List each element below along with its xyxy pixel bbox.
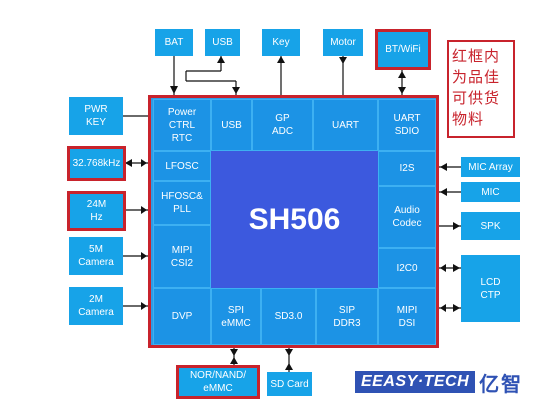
bt-wifi-block: BT/WiFi: [375, 29, 431, 70]
chip-lfosc: LFOSC: [153, 151, 211, 181]
sd-card-block: SD Card: [267, 372, 312, 396]
logo-english: EEASY·TECH: [355, 371, 476, 393]
logo-chinese: 亿智: [479, 371, 524, 396]
motor-block: Motor: [323, 29, 363, 56]
chip-mipi-dsi: MIPI DSI: [378, 288, 436, 345]
sh506-chip: Power CTRL RTC USB GP ADC UART UART SDIO…: [148, 95, 439, 348]
nor-nand-emmc-block: NOR/NAND/ eMMC: [176, 365, 260, 399]
chip-spi-emmc: SPI eMMC: [211, 288, 261, 345]
mic-block: MIC: [461, 182, 520, 202]
pwr-key-block: PWR KEY: [69, 97, 123, 135]
spk-block: SPK: [461, 212, 520, 240]
mic-array-block: MIC Array: [461, 157, 520, 177]
eeasy-tech-logo: EEASY·TECH 亿智: [355, 370, 524, 396]
chip-i2c0: I2C0: [378, 248, 436, 288]
chip-uart-sdio: UART SDIO: [378, 99, 436, 151]
chip-uart: UART: [313, 99, 378, 151]
crystal-24m-block: 24M Hz: [67, 191, 126, 231]
chip-i2s: I2S: [378, 151, 436, 186]
supply-note: 红框内为品佳可供货物料: [447, 40, 515, 138]
key-block: Key: [262, 29, 300, 56]
chip-core-label: SH506: [211, 151, 378, 288]
chip-usb: USB: [211, 99, 252, 151]
lcd-ctp-block: LCD CTP: [461, 255, 520, 322]
camera-2m-block: 2M Camera: [69, 287, 123, 325]
bat-block: BAT: [155, 29, 193, 56]
chip-power-ctrl-rtc: Power CTRL RTC: [153, 99, 211, 151]
chip-gp-adc: GP ADC: [252, 99, 313, 151]
camera-5m-block: 5M Camera: [69, 237, 123, 275]
chip-mipi-csi2: MIPI CSI2: [153, 225, 211, 288]
chip-sd30: SD3.0: [261, 288, 316, 345]
chip-audio-codec: Audio Codec: [378, 186, 436, 248]
chip-hfosc-pll: HFOSC& PLL: [153, 181, 211, 225]
chip-dvp: DVP: [153, 288, 211, 345]
chip-sip-ddr3: SIP DDR3: [316, 288, 378, 345]
crystal-32k-block: 32.768kHz: [67, 146, 126, 181]
usb-peripheral-block: USB: [205, 29, 240, 56]
